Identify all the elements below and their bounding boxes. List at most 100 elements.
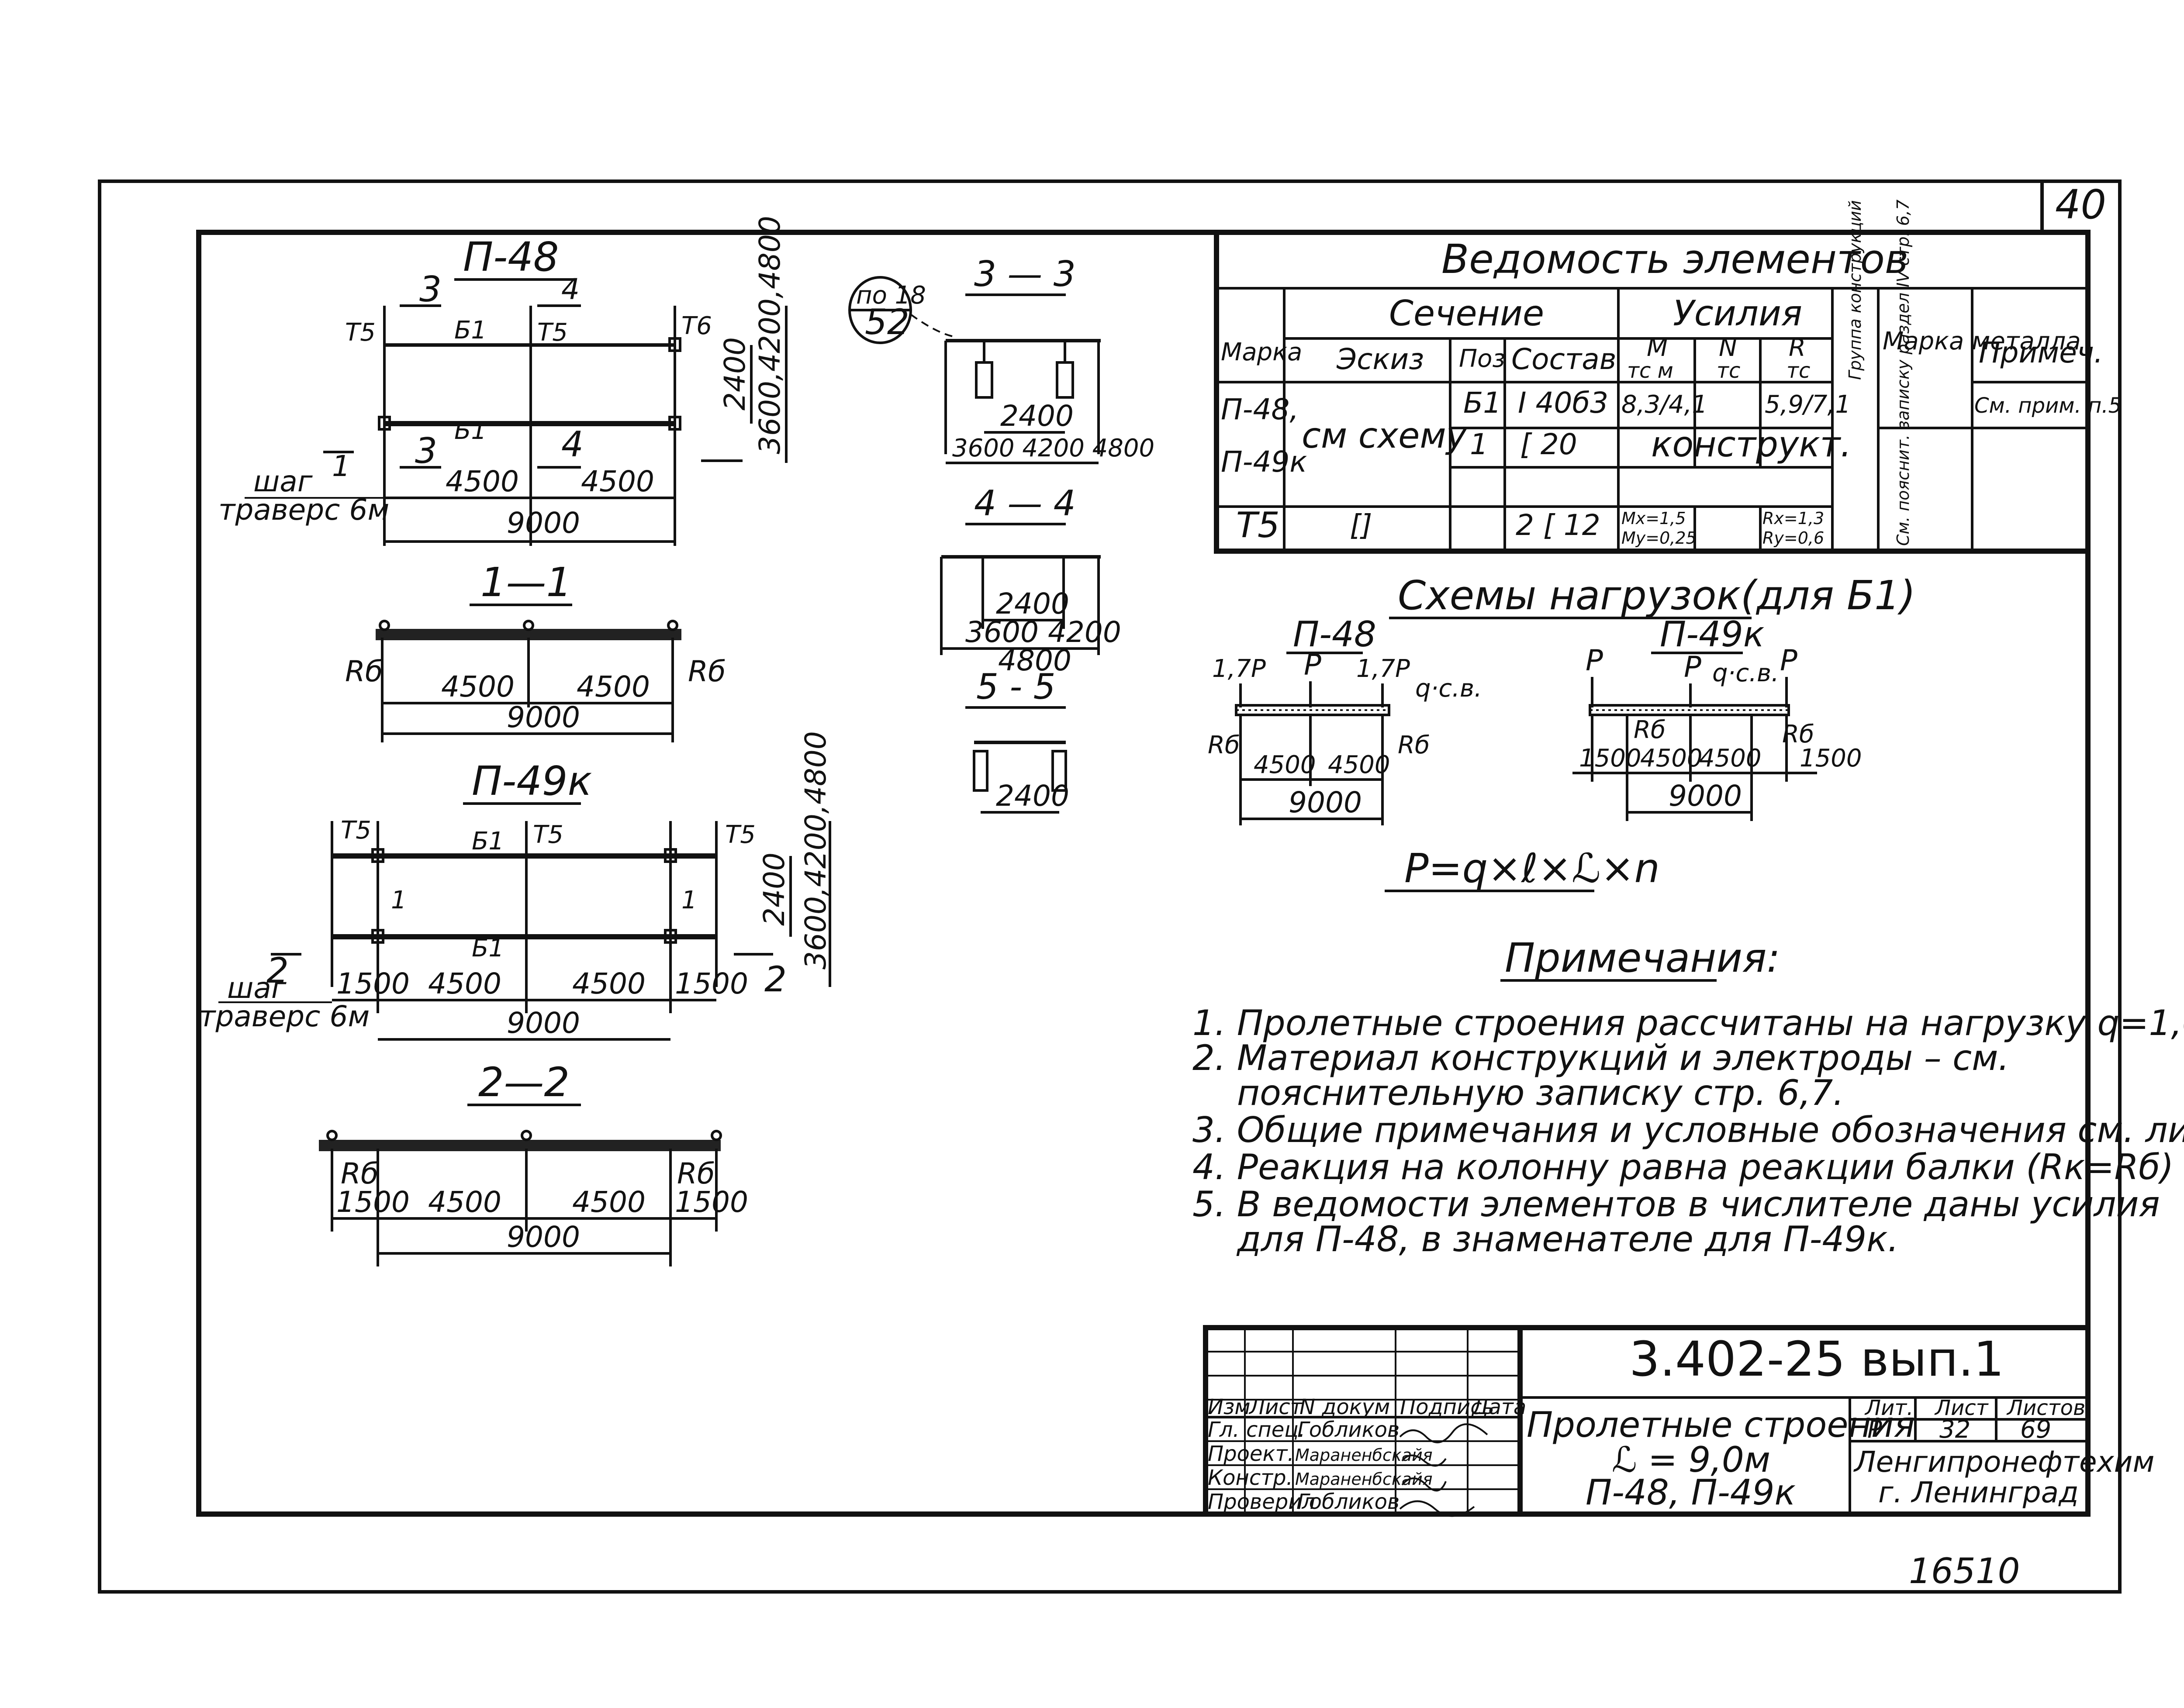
- schedule-title: Ведомость элементов: [1441, 236, 1908, 283]
- p49-ov-left: 1500: [336, 967, 410, 1001]
- schedule-h-forces: Усилия: [1673, 293, 1802, 334]
- load-p49-title: П-49к: [1660, 614, 1764, 655]
- schedule-h-mark: Марка: [1221, 338, 1302, 366]
- p48-t6: Т6: [681, 312, 712, 340]
- schedule-r1-constr: конструкт.: [1651, 424, 1852, 465]
- schedule-h-steel: Марка металла: [1883, 327, 2081, 355]
- tb-org-1: Ленгипронефтехим: [1853, 1445, 2154, 1479]
- s33-dim: 2400: [1000, 399, 1074, 433]
- tb-r2-role: Проект.: [1208, 1442, 1294, 1466]
- load-p49-p-right: P: [1780, 644, 1797, 677]
- p48-sec3-bottom: 3: [415, 431, 437, 471]
- s11-rb-left: Rб: [345, 655, 383, 688]
- tb-r1-name: Гобликов: [1297, 1418, 1400, 1442]
- load-p48-title: П-48: [1293, 614, 1376, 655]
- schedule-r2-comp: 2 [ 12: [1516, 508, 1600, 542]
- schedule-r1-comp1: I 40б3: [1518, 386, 1608, 420]
- tb-name-3: П-48, П-49к: [1586, 1472, 1796, 1513]
- load-p48-q: q·с.в.: [1415, 674, 1482, 703]
- p49-t5-mid: Т5: [533, 821, 563, 849]
- s11-span1: 4500: [441, 670, 515, 704]
- schedule-h-r: R: [1789, 334, 1806, 362]
- s55-dim: 2400: [996, 779, 1069, 813]
- view-small-sections: по 18 52 3 — 3 2400 3600 4200 4800 4 — 4…: [848, 254, 1154, 814]
- notes-block: Примечания: 1. Пролетные строения рассчи…: [1192, 935, 2184, 1259]
- tb-r1-role: Гл. спец.: [1208, 1418, 1305, 1442]
- load-p49-ov-left: 1500: [1579, 744, 1641, 773]
- p49-span1: 4500: [428, 967, 501, 1001]
- sheet-number: 40: [2055, 181, 2106, 228]
- p48-sec4-top: 4: [561, 273, 580, 306]
- p49-h-gap: 2400: [757, 852, 791, 926]
- tb-h-doc: N докум: [1299, 1395, 1390, 1419]
- p49-sec2-left: 2: [266, 950, 289, 991]
- s11-rb-right: Rб: [688, 655, 726, 688]
- p49-span2: 4500: [572, 967, 646, 1001]
- tb-stage: Р: [1867, 1415, 1882, 1444]
- p49-b1-top: Б1: [472, 827, 504, 856]
- schedule-r1-r: 5,9/7,1: [1765, 390, 1851, 419]
- load-p49-total: 9000: [1669, 779, 1742, 813]
- s22-ov-right: 1500: [675, 1185, 748, 1219]
- load-p49-p-mid: P: [1684, 650, 1701, 684]
- view-p48-plan: П-48 3 4 Т5 Б1 Т5 Т6 Б1 2400 3600,4200,4…: [218, 216, 788, 546]
- load-p48-p-right: 1,7P: [1356, 655, 1410, 683]
- title-block: Изм Лист N докум Подпись Дата Гл. спец. …: [1203, 1325, 2154, 1517]
- p48-b1-bottom: Б1: [454, 417, 487, 445]
- schedule-r1-note: См. прим. п.5: [1974, 393, 2122, 418]
- tb-sheet: 32: [1939, 1415, 1970, 1444]
- load-p49-p-left: P: [1586, 644, 1603, 677]
- load-p48-p-left: 1,7P: [1212, 655, 1266, 683]
- s44-full: 3600 4200: [965, 615, 1121, 649]
- s44-title: 4 — 4: [974, 483, 1076, 524]
- load-p48-rb-left: Rб: [1208, 731, 1240, 759]
- schedule-r1-mark2: П-49к: [1221, 445, 1307, 479]
- schedule-r2-mark: Т5: [1236, 505, 1280, 545]
- p49-sec2-right: 2: [764, 959, 787, 1000]
- load-p49-span2: 4500: [1699, 744, 1762, 773]
- s22-span1: 4500: [428, 1185, 501, 1219]
- note-line-1: 1. Пролетные строения рассчитаны на нагр…: [1192, 1003, 2184, 1043]
- schedule-r1-comp2: [ 20: [1520, 428, 1577, 461]
- tb-code: 3.402-25 вып.1: [1629, 1331, 2004, 1387]
- notes-title: Примечания:: [1505, 935, 1780, 981]
- s55-title: 5 - 5: [976, 666, 1056, 707]
- s22-rb-left: Rб: [341, 1157, 379, 1190]
- schedule-h-n: N: [1719, 334, 1737, 362]
- note-line-7: для П-48, в знаменателе для П-49к.: [1192, 1219, 1899, 1259]
- ref-top: по 18: [856, 281, 926, 310]
- bottom-number: 16510: [1909, 1551, 2020, 1591]
- view-section-1-1: 1—1 Rб Rб 4500 4500 9000: [345, 559, 726, 742]
- p48-step-label: шаг: [253, 465, 313, 498]
- p48-span1: 4500: [446, 465, 519, 498]
- tb-name-2: ℒ = 9,0м: [1612, 1439, 1770, 1480]
- p48-sec1-left: 1: [332, 449, 350, 483]
- p48-t5-mid: Т5: [537, 318, 568, 347]
- schedule-h-note: Примеч.: [1979, 336, 2103, 369]
- tb-h-date: Дата: [1471, 1395, 1526, 1419]
- tb-h-sheets: Листов: [2006, 1396, 2085, 1420]
- schedule-h-comp: Состав: [1511, 342, 1617, 376]
- load-p48-span2: 4500: [1328, 751, 1390, 779]
- s22-span2: 4500: [572, 1185, 646, 1219]
- schedule-r1-sketch: см схему: [1302, 415, 1468, 456]
- note-line-4: 3. Общие примечания и условные обозначен…: [1192, 1110, 2184, 1150]
- p49-total: 9000: [507, 1006, 580, 1040]
- s33-title: 3 — 3: [974, 254, 1076, 294]
- inner-frame: [196, 230, 2091, 1517]
- p48-span2: 4500: [581, 465, 654, 498]
- p49-step-label2: траверс 6м: [199, 1000, 370, 1033]
- schedule-r1-pos1: Б1: [1463, 386, 1501, 420]
- view-section-2-2: 2—2 Rб Rб 1500 4500 4500 1500 9000: [319, 1059, 748, 1266]
- signature-marks: [1399, 1423, 1488, 1517]
- p48-total: 9000: [507, 506, 580, 540]
- load-p48-total: 9000: [1289, 786, 1362, 819]
- p48-b1-top: Б1: [454, 316, 487, 345]
- p49-pos1-right: 1: [681, 886, 697, 914]
- p49-title: П-49к: [472, 758, 592, 804]
- p49-step-label: шаг: [227, 971, 287, 1005]
- tb-org-2: г. Ленинград: [1878, 1476, 2079, 1509]
- schedule-r1-m: 8,3/4,1: [1621, 390, 1707, 419]
- tb-r4-role: Проверил: [1208, 1490, 1315, 1514]
- s11-span2: 4500: [577, 670, 650, 704]
